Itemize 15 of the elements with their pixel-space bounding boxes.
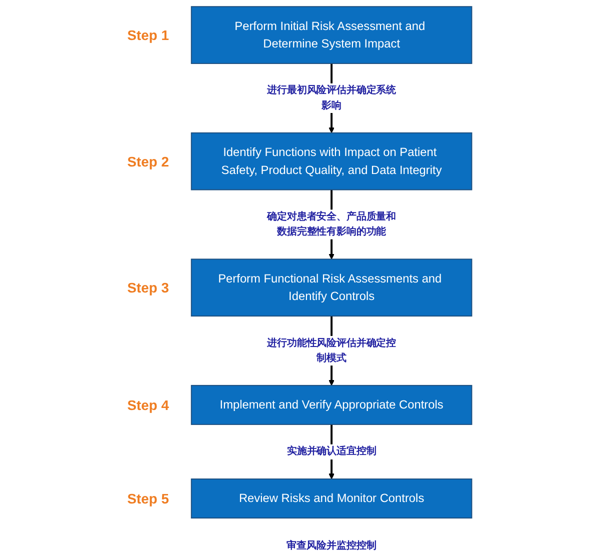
step-label: Step 5	[127, 490, 169, 506]
caption-text: 审查风险并监控控制	[286, 540, 377, 552]
step-label: Step 2	[127, 153, 169, 170]
edge-label: 进行最初风险评估并确定系统影响	[265, 83, 398, 114]
edge-label: 实施并确认适宜控制	[286, 444, 376, 460]
step-label: Step 4	[127, 396, 169, 413]
edge-label: 进行功能性风险评估并确定控制模式	[265, 336, 398, 366]
step-label: Step 1	[127, 27, 169, 44]
process-box: Perform Functional Risk Assessments and Identify Controls	[190, 258, 472, 317]
process-box: Review Risks and Monitor Controls	[190, 478, 472, 518]
step-label: Step 3	[127, 280, 169, 296]
edge-label: 确定对患者安全、产品质量和数据完整性有影响的功能	[265, 210, 398, 240]
process-box: Identify Functions with Impact on Patient Safety, Product Quality, and Data Integrity	[190, 132, 472, 190]
process-box: Implement and Verify Appropriate Controls	[190, 384, 472, 425]
process-box: Perform Initial Risk Assessment and Determine System Impact	[190, 6, 472, 64]
